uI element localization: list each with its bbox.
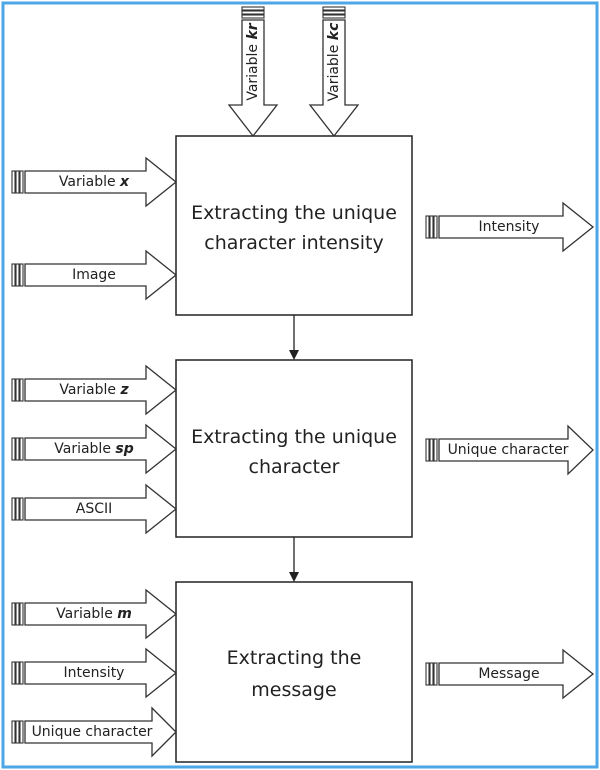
- process-box-line: character intensity: [204, 232, 383, 254]
- left-input-intensity: Intensity: [11, 647, 178, 699]
- arrow-tail-bars: [11, 263, 24, 287]
- left-input-variable-sp: Variable sp: [11, 423, 178, 475]
- input-label: Variable kc: [326, 22, 342, 101]
- output-label: Message: [478, 666, 539, 682]
- arrow-tail-bars: [11, 720, 24, 744]
- left-input-variable-x: Variable x: [11, 156, 178, 208]
- process-box-line: character: [249, 456, 340, 478]
- input-arrow: [24, 706, 177, 758]
- top-input-kr: Variable kr: [227, 6, 279, 138]
- connector-arrowhead: [289, 572, 299, 582]
- output-unique-character: Unique character: [425, 424, 594, 476]
- input-label: Image: [72, 267, 116, 283]
- input-label: Variable x: [59, 174, 130, 190]
- output-message: Message: [425, 648, 595, 700]
- input-label: ASCII: [76, 501, 113, 517]
- arrow-tail-bars: [11, 378, 24, 402]
- output-label: Unique character: [448, 442, 569, 458]
- connector-2-3: [289, 537, 299, 582]
- input-arrow: [24, 588, 178, 640]
- input-label: Variable z: [59, 382, 129, 398]
- arrow-tail-bars: [11, 602, 24, 626]
- arrow-tail-bars: [11, 437, 24, 461]
- arrow-tail-bars: [241, 6, 265, 19]
- left-input-image: Image: [11, 249, 178, 301]
- input-label: Variable m: [56, 606, 132, 622]
- input-label: Intensity: [64, 665, 125, 681]
- input-arrow: [24, 423, 178, 475]
- input-label: Unique character: [32, 724, 153, 740]
- output-arrow: [438, 648, 595, 700]
- left-input-ascii: ASCII: [11, 483, 178, 535]
- output-intensity: Intensity: [425, 201, 595, 253]
- input-arrow: [24, 249, 178, 301]
- arrow-tail-bars: [11, 661, 24, 685]
- arrow-tail-bars: [322, 6, 346, 19]
- intensity-block: Extracting the unique character intensit…: [175, 135, 413, 316]
- output-arrow: [438, 201, 595, 253]
- process-box: [175, 135, 413, 316]
- arrow-tail-bars: [425, 438, 438, 462]
- process-box-line: Extracting the unique: [191, 202, 397, 224]
- left-input-variable-z: Variable z: [11, 364, 178, 416]
- arrow-tail-bars: [11, 170, 24, 194]
- input-label: Variable sp: [54, 441, 134, 457]
- process-box-line: Extracting the unique: [191, 426, 397, 448]
- input-arrow: [24, 364, 178, 416]
- input-arrow: [24, 647, 178, 699]
- arrow-tail-bars: [425, 662, 438, 686]
- left-input-unique-character: Unique character: [11, 706, 177, 758]
- arrow-tail-bars: [425, 215, 438, 239]
- connector-1-2: [289, 315, 299, 360]
- process-box-line: message: [251, 679, 336, 701]
- top-input-kc: Variable kc: [308, 6, 360, 138]
- output-arrow: [438, 424, 594, 476]
- connector-arrowhead: [289, 350, 299, 360]
- input-arrow: [227, 19, 279, 138]
- left-input-variable-m: Variable m: [11, 588, 178, 640]
- process-box-line: Extracting the: [227, 647, 362, 669]
- character-block: Extracting the unique character: [175, 359, 413, 538]
- output-label: Intensity: [479, 219, 540, 235]
- input-label: Variable kr: [245, 22, 261, 100]
- input-arrow: [24, 483, 178, 535]
- input-arrow: [308, 19, 360, 138]
- process-box: [175, 359, 413, 538]
- input-arrow: [24, 156, 178, 208]
- arrow-tail-bars: [11, 497, 24, 521]
- message-block: Extracting the message: [175, 581, 413, 763]
- process-box: [175, 581, 413, 763]
